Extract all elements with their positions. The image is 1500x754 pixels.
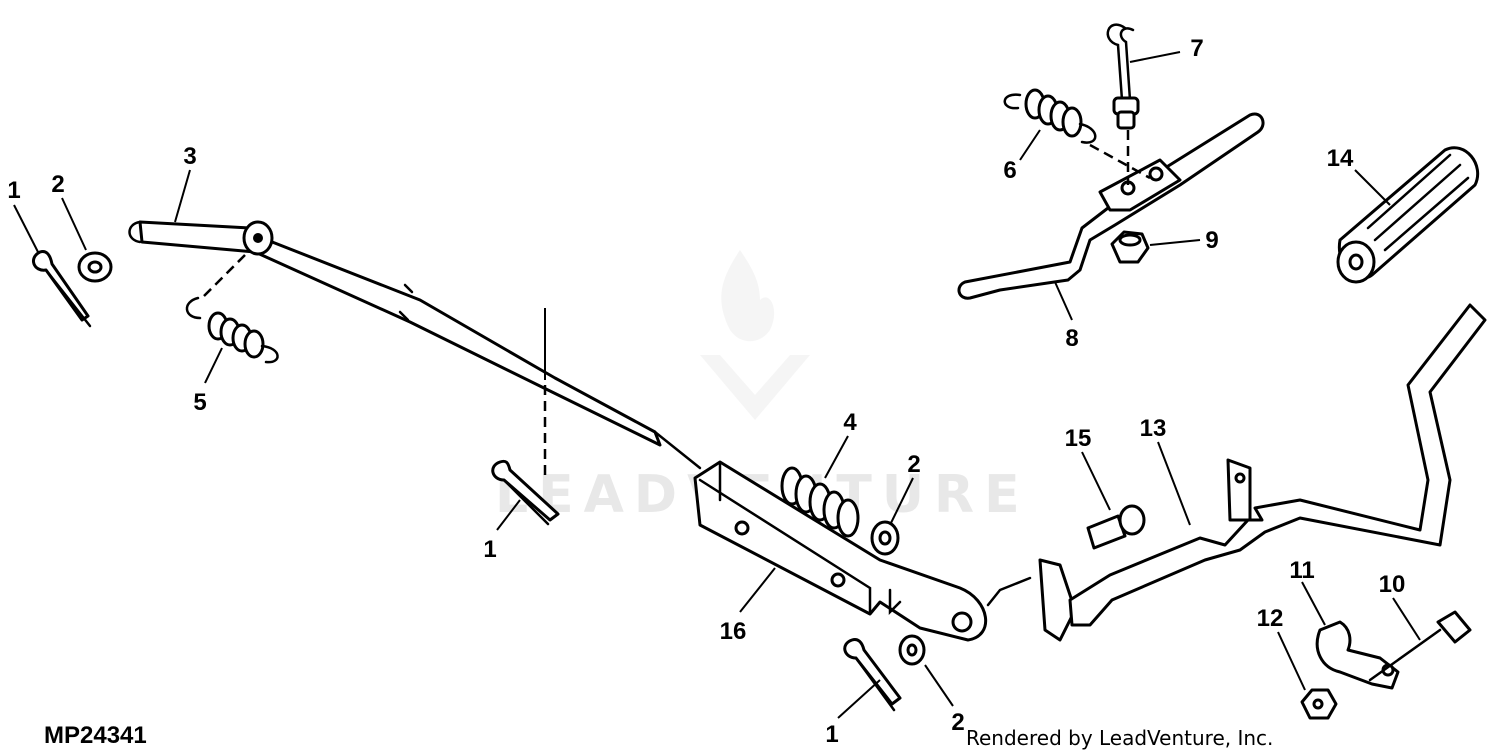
callout-9: 9 <box>1205 227 1218 254</box>
callout-15: 15 <box>1065 425 1092 452</box>
callout-2-lower: 2 <box>951 709 964 736</box>
cotter-pin-lower <box>843 638 902 712</box>
washer-center <box>870 520 900 556</box>
callout-1-middle: 1 <box>483 536 496 563</box>
callout-12: 12 <box>1257 605 1284 632</box>
carriage-bolt <box>1368 610 1472 682</box>
washer-lower <box>898 634 926 666</box>
eye-bolt <box>1106 23 1140 130</box>
callout-5: 5 <box>193 389 206 416</box>
spring-center <box>780 466 860 538</box>
callout-6: 6 <box>1003 157 1016 184</box>
spring-upper <box>1003 88 1097 144</box>
render-credit: Rendered by LeadVenture, Inc. <box>966 726 1273 750</box>
connector-dash-3-5 <box>199 254 246 301</box>
callout-4: 4 <box>843 409 857 436</box>
nut-upper <box>1110 230 1150 264</box>
callout-16: 16 <box>720 618 747 645</box>
callout-2-center: 2 <box>907 451 920 478</box>
cotter-pin-left <box>31 250 92 328</box>
callout-10: 10 <box>1379 571 1406 598</box>
callout-1-lower: 1 <box>825 721 838 748</box>
callout-13: 13 <box>1140 415 1167 442</box>
callout-3: 3 <box>183 143 196 170</box>
callout-8: 8 <box>1065 325 1078 352</box>
washer-left <box>77 251 113 283</box>
pivot-pin <box>1086 504 1146 550</box>
cotter-pin-middle <box>491 459 560 526</box>
callout-14: 14 <box>1327 145 1354 172</box>
bracket <box>693 460 987 642</box>
callout-2-left: 2 <box>51 171 64 198</box>
spring-left <box>185 296 279 364</box>
handle-grip <box>1336 146 1480 284</box>
clamp-bracket <box>1315 620 1400 690</box>
callout-11: 11 <box>1289 557 1314 584</box>
callout-1-left: 1 <box>7 177 20 204</box>
lift-shaft <box>1038 303 1487 642</box>
long-rod <box>128 220 702 470</box>
watermark-logo <box>700 250 810 420</box>
connector-line <box>986 576 1032 607</box>
callout-7: 7 <box>1190 35 1203 62</box>
figure-code: MP24341 <box>44 722 147 749</box>
nut-lower <box>1300 688 1338 720</box>
connector-dash-6-8 <box>1089 143 1151 180</box>
lever-arm <box>957 112 1265 300</box>
leader-lines <box>13 51 1421 719</box>
